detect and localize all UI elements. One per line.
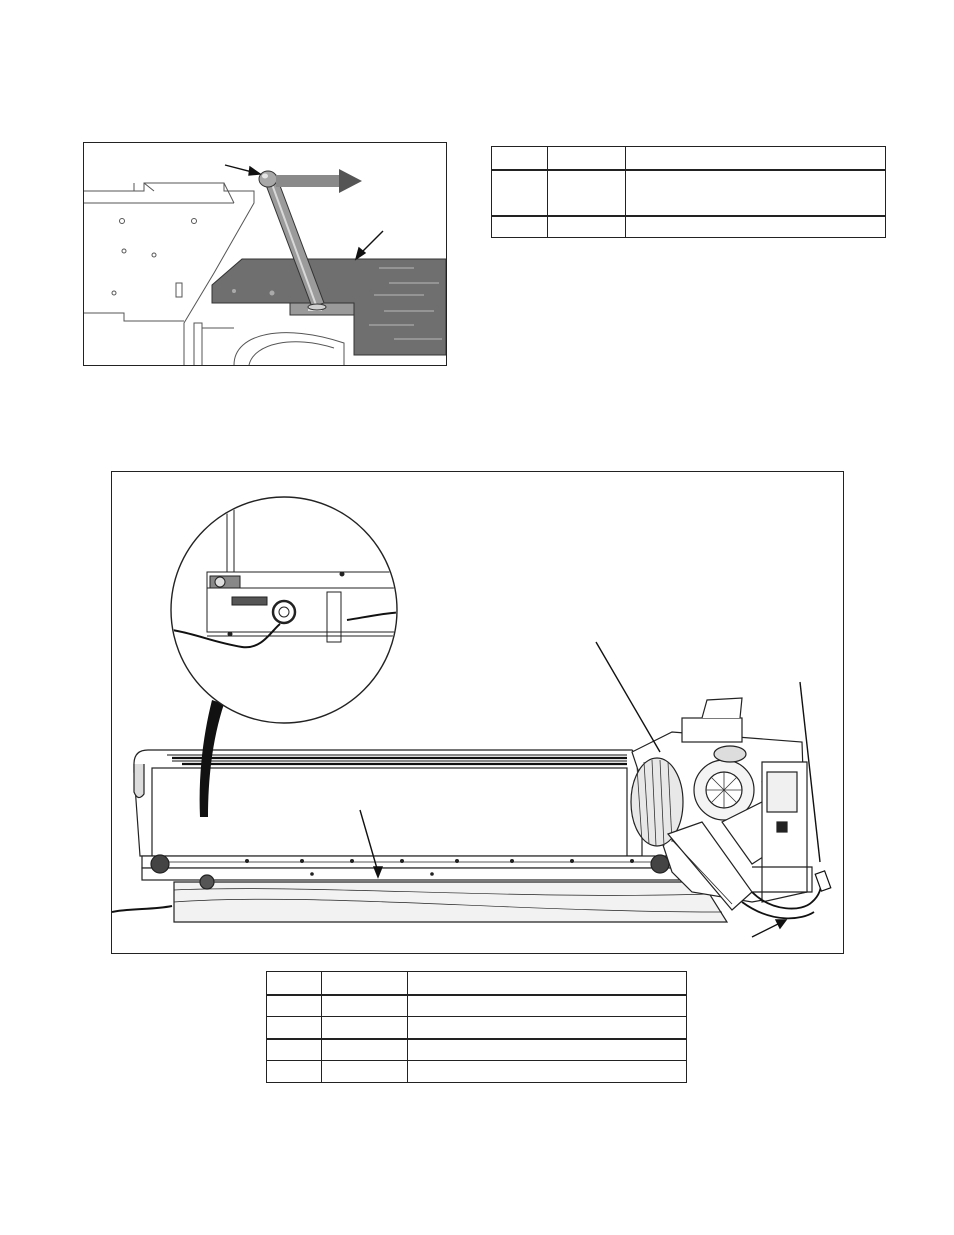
callout-leaders xyxy=(224,164,384,261)
legend-part xyxy=(547,146,626,171)
legend-part xyxy=(321,971,408,996)
legend-description xyxy=(625,169,886,217)
legend-ref xyxy=(266,994,322,1017)
legend-part xyxy=(321,1060,408,1083)
table-row xyxy=(491,215,886,238)
legend-description xyxy=(407,971,687,996)
legend-ref xyxy=(266,1016,322,1040)
lever-tool xyxy=(258,170,327,311)
legend-ref xyxy=(491,169,548,217)
table-row xyxy=(266,1060,687,1083)
bottom-legend-table xyxy=(266,971,687,1083)
legend-ref xyxy=(491,215,548,238)
legend-description xyxy=(407,1038,687,1061)
power-cord xyxy=(112,905,173,913)
legend-part xyxy=(321,1038,408,1061)
legend-part xyxy=(547,169,626,217)
legend-description xyxy=(407,1060,687,1083)
legend-ref xyxy=(266,1038,322,1061)
detail-inset xyxy=(170,496,398,817)
legend-description xyxy=(625,146,886,171)
callout-leaders xyxy=(359,641,821,938)
table-row xyxy=(266,971,687,996)
legend-ref xyxy=(266,1060,322,1083)
top-figure-frame xyxy=(83,142,447,366)
legend-part xyxy=(547,215,626,238)
table-row xyxy=(266,1038,687,1061)
direction-arrow xyxy=(276,169,362,193)
table-row xyxy=(266,1016,687,1040)
connector-plug xyxy=(814,870,832,892)
top-legend-table xyxy=(491,146,886,238)
unit-chassis-illustration xyxy=(112,496,832,938)
table-row xyxy=(266,994,687,1017)
legend-part xyxy=(321,1016,408,1040)
legend-description xyxy=(625,215,886,238)
chassis-body xyxy=(133,749,729,923)
dark-panel xyxy=(211,258,446,356)
table-row xyxy=(491,169,886,217)
legend-description xyxy=(407,1016,687,1040)
legend-description xyxy=(407,994,687,1017)
table-row xyxy=(491,146,886,171)
blower-motor-assembly xyxy=(630,697,813,911)
chassis-outline xyxy=(84,182,345,365)
legend-part xyxy=(321,994,408,1017)
legend-ref xyxy=(491,146,548,171)
legend-ref xyxy=(266,971,322,996)
lever-tool-illustration xyxy=(84,164,446,365)
bottom-figure-frame xyxy=(111,471,844,954)
